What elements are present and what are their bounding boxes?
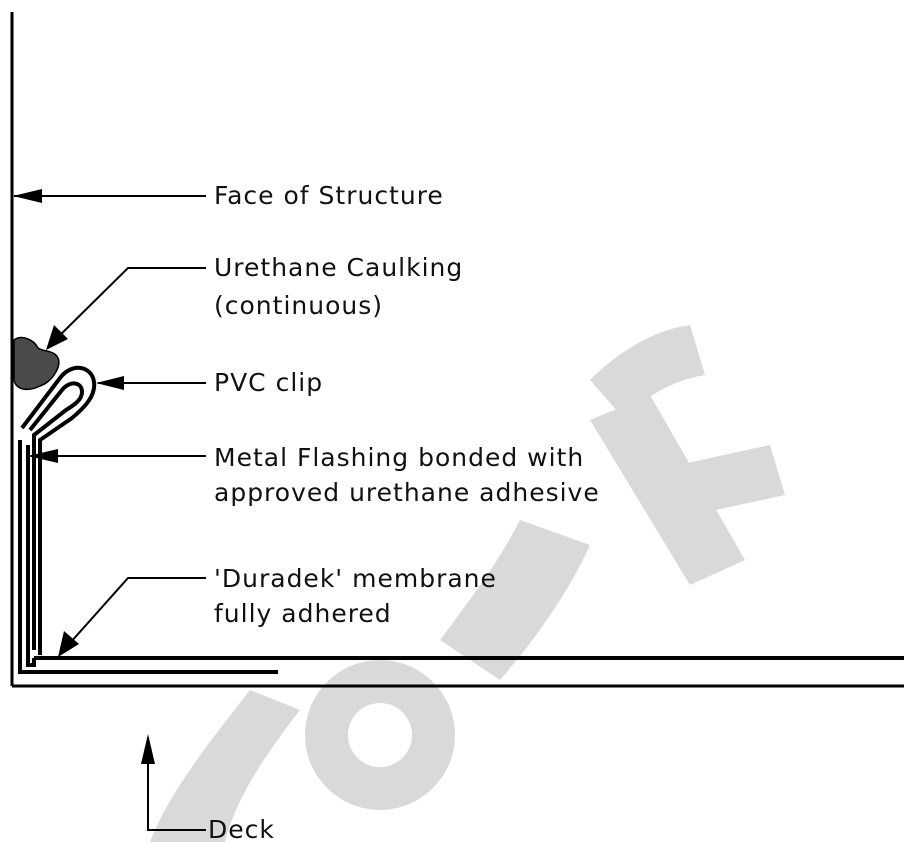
label-urethane-caulking-line1: Urethane Caulking bbox=[214, 253, 464, 282]
leader-membrane bbox=[61, 577, 206, 653]
urethane-caulking-bead bbox=[13, 336, 60, 391]
leader-urethane-caulking bbox=[49, 267, 206, 346]
watermark-holes bbox=[348, 703, 412, 767]
pvc-clip bbox=[20, 366, 97, 655]
label-pvc-clip: PVC clip bbox=[214, 368, 324, 397]
label-membrane-line2: fully adhered bbox=[214, 599, 392, 628]
label-metal-flashing-line1: Metal Flashing bonded with bbox=[214, 443, 585, 472]
arrowhead-urethane-caulking bbox=[46, 325, 68, 350]
arrowhead-face-of-structure bbox=[13, 189, 42, 203]
leader-lines bbox=[14, 195, 206, 831]
label-face-of-structure: Face of Structure bbox=[214, 181, 444, 210]
label-deck: Deck bbox=[208, 815, 275, 844]
label-membrane-line1: 'Duradek' membrane bbox=[214, 564, 497, 593]
arrowhead-metal-flashing bbox=[28, 449, 58, 463]
leader-deck bbox=[147, 740, 206, 831]
arrowhead-pvc-clip bbox=[96, 376, 124, 390]
label-urethane-caulking-line2: (continuous) bbox=[214, 291, 383, 320]
flashing-hook bbox=[28, 381, 85, 650]
arrowhead-deck bbox=[141, 734, 155, 764]
metal-flashing-outer bbox=[18, 440, 278, 674]
arrowheads bbox=[13, 189, 155, 764]
label-metal-flashing-line2: approved urethane adhesive bbox=[214, 478, 600, 507]
metal-flashing-inner bbox=[26, 445, 36, 667]
arrowhead-membrane bbox=[58, 631, 79, 657]
